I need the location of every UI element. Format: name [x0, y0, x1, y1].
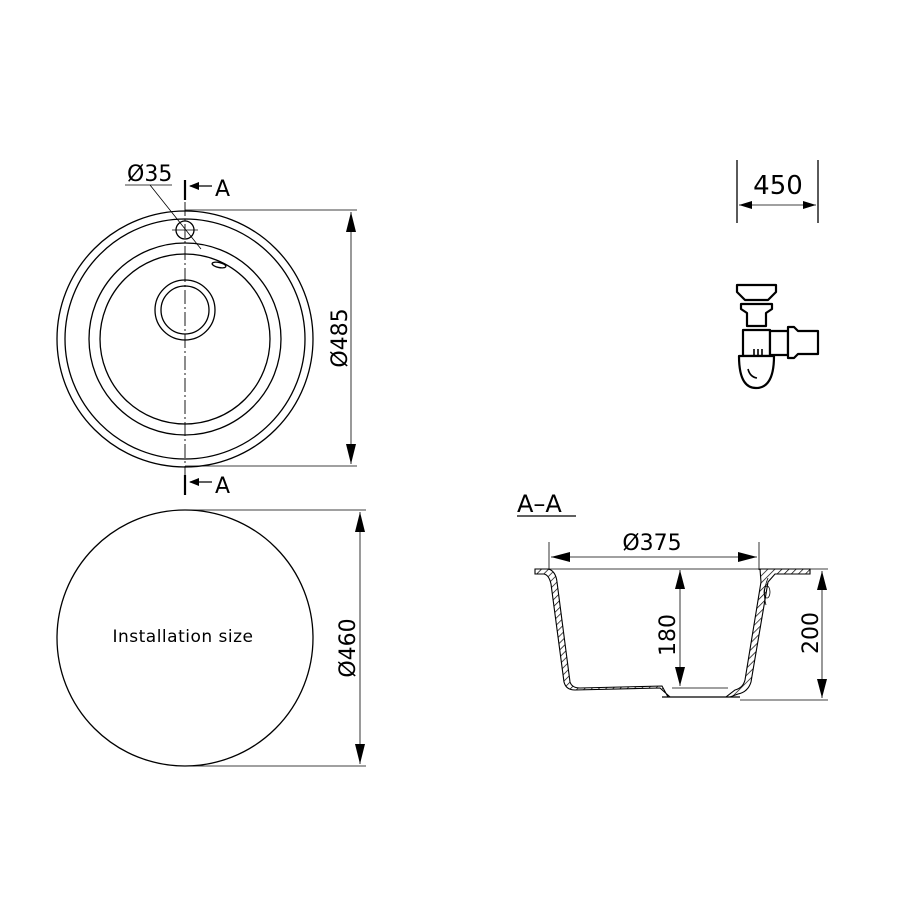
section-marker-bottom: A [215, 474, 230, 499]
siphon-icon [735, 283, 820, 390]
bowl-diameter-label: Ø375 [622, 531, 681, 556]
overflow-slot [211, 261, 227, 269]
outer-diameter-label: Ø485 [328, 308, 353, 367]
section-marker-top: A [215, 177, 230, 202]
cabinet-width-label: 450 [753, 171, 803, 201]
top-view: A A Ø35 Ø485 [56, 162, 357, 499]
tap-hole-diameter-label: Ø35 [127, 162, 172, 187]
section-title: A–A [517, 490, 562, 518]
installation-view: Installation size Ø460 [56, 509, 366, 767]
bowl-left-wall [534, 568, 672, 698]
bowl-depth-label: 180 [656, 614, 681, 656]
installation-diameter-label: Ø460 [336, 618, 361, 677]
section-view: A–A Ø375 180 200 [517, 490, 828, 701]
bowl-right-wall [724, 568, 811, 698]
total-height-label: 200 [799, 612, 824, 654]
cabinet-width: 450 [736, 160, 819, 223]
installation-size-label: Installation size [112, 627, 253, 647]
